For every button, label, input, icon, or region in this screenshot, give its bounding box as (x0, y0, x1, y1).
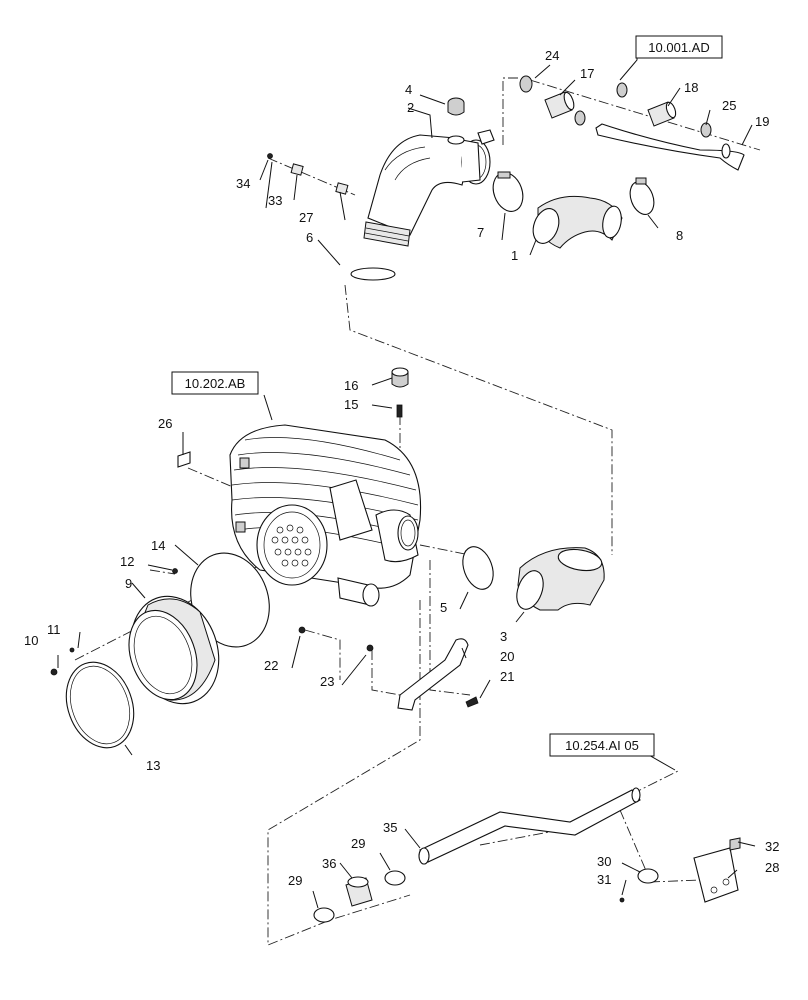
hose-clamp-5 (462, 546, 494, 590)
seal-ring-13-inner (69, 665, 131, 745)
ref-top-label: 10.001.AD (648, 40, 709, 55)
ref-box-filter[interactable]: 10.202.AB (171, 371, 259, 395)
callout-11: 11 (47, 622, 61, 637)
callout-26: 26 (158, 416, 172, 431)
callout-24: 24 (545, 48, 559, 63)
small-clips (267, 153, 349, 195)
callout-32: 32 (765, 839, 779, 854)
tube-35 (418, 787, 641, 865)
callout-numbers: 1 2 3 4 5 6 7 8 9 10 11 12 13 14 15 16 1… (24, 48, 779, 888)
callout-14: 14 (151, 538, 165, 553)
cap-16-screw-15 (391, 367, 409, 418)
air-filter-housing (229, 424, 422, 607)
callout-30: 30 (597, 854, 611, 869)
bracket-28-hardware (619, 837, 741, 903)
callout-22: 22 (264, 658, 278, 673)
ref-bottom-label: 10.254.AI 05 (565, 738, 639, 753)
callout-15: 15 (344, 397, 358, 412)
callout-2: 2 (407, 100, 414, 115)
small-hardware (50, 568, 479, 708)
callout-23: 23 (320, 674, 334, 689)
callout-19: 19 (755, 114, 769, 129)
small-hoses-tube (519, 75, 745, 171)
seal-ring-13 (65, 661, 135, 749)
hose-clamps-7-8 (492, 171, 655, 215)
callout-29a: 29 (351, 836, 365, 851)
callout-29b: 29 (288, 873, 302, 888)
callout-25: 25 (722, 98, 736, 113)
callout-5: 5 (440, 600, 447, 615)
cover-9 (128, 595, 220, 705)
callout-6: 6 (306, 230, 313, 245)
hose-36-clamps-29 (313, 870, 406, 923)
callout-16: 16 (344, 378, 358, 393)
filter-holes (271, 524, 312, 567)
callout-13: 13 (146, 758, 160, 773)
callout-34: 34 (236, 176, 250, 191)
callout-1: 1 (511, 248, 518, 263)
callout-4: 4 (405, 82, 412, 97)
callout-27: 27 (299, 210, 313, 225)
leader-lines (57, 50, 756, 909)
callout-9: 9 (125, 576, 132, 591)
callout-7: 7 (477, 225, 484, 240)
callout-17: 17 (580, 66, 594, 81)
callout-8: 8 (676, 228, 683, 243)
callout-36: 36 (322, 856, 336, 871)
intake-elbow-tube (363, 129, 495, 247)
callout-31: 31 (597, 872, 611, 887)
cap-part (447, 97, 465, 116)
bracket-20 (397, 638, 469, 711)
callout-3: 3 (500, 629, 507, 644)
rubber-elbow-1 (532, 195, 623, 249)
label-26 (177, 451, 191, 468)
callout-33: 33 (268, 193, 282, 208)
callout-21: 21 (500, 669, 514, 684)
ref-box-bottom[interactable]: 10.254.AI 05 (549, 733, 655, 757)
callout-18: 18 (684, 80, 698, 95)
callout-28: 28 (765, 860, 779, 875)
callout-10: 10 (24, 633, 38, 648)
callout-35: 35 (383, 820, 397, 835)
callout-20: 20 (500, 649, 514, 664)
seal-ring-6 (350, 267, 396, 281)
ref-filter-label: 10.202.AB (185, 376, 246, 391)
callout-12: 12 (120, 554, 134, 569)
rubber-elbow-3 (516, 547, 605, 611)
ref-box-top[interactable]: 10.001.AD (635, 35, 723, 59)
